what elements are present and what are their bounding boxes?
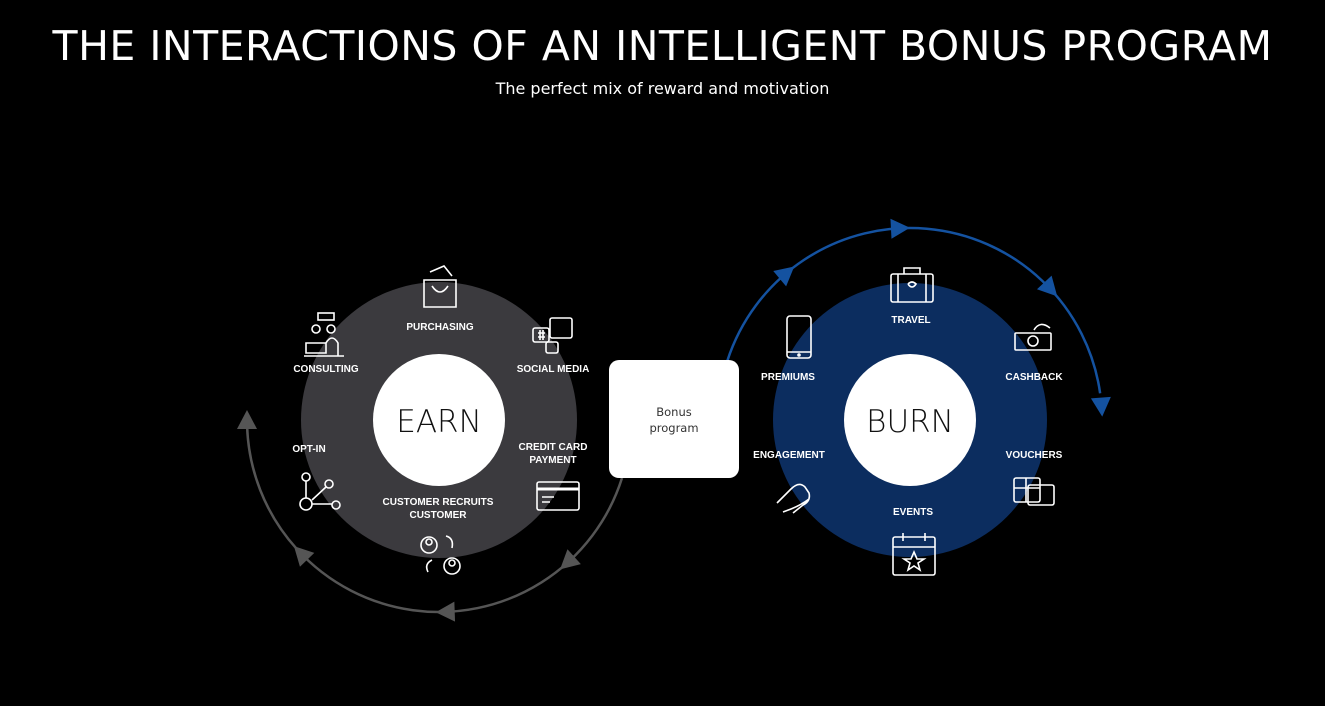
bonus-program-line1: Bonus xyxy=(656,405,692,419)
cashback-icon xyxy=(1014,323,1052,351)
label-credit-card: CREDIT CARD xyxy=(519,442,588,453)
arrowhead xyxy=(1090,396,1111,417)
burn-cycle-arrow xyxy=(726,226,1102,394)
arrowhead xyxy=(890,218,910,239)
label-payment: PAYMENT xyxy=(529,455,576,466)
earn-center-circle xyxy=(373,354,505,486)
arrowhead xyxy=(435,601,456,622)
consulting-icon xyxy=(304,312,344,357)
handshake-icon xyxy=(776,483,811,514)
arrowhead xyxy=(560,549,581,570)
arrowhead xyxy=(773,266,795,287)
social-media-icon xyxy=(532,317,573,354)
label-customer: CUSTOMER xyxy=(409,510,467,521)
label-cashback: CASHBACK xyxy=(1005,372,1063,383)
label-events: EVENTS xyxy=(893,507,933,518)
label-consulting: CONSULTING xyxy=(293,364,359,375)
label-engagement: ENGAGEMENT xyxy=(753,450,825,461)
earn-cycle-arrow xyxy=(245,426,624,614)
bonus-program-line2: program xyxy=(649,421,698,435)
shopping-bag-icon xyxy=(423,265,457,308)
label-opt-in: OPT-IN xyxy=(292,444,325,455)
network-icon xyxy=(299,472,341,511)
page-title: THE INTERACTIONS OF AN INTELLIGENT BONUS… xyxy=(52,22,1273,70)
label-purchasing: PURCHASING xyxy=(406,322,473,333)
burn-center-circle xyxy=(844,354,976,486)
calendar-star-icon xyxy=(892,533,936,576)
label-vouchers: VOUCHERS xyxy=(1006,450,1063,461)
label-premiums: PREMIUMS xyxy=(761,372,815,383)
credit-card-icon xyxy=(536,481,580,511)
earn-label: EARN xyxy=(396,404,482,440)
arrowhead xyxy=(1036,275,1058,297)
page-subtitle: The perfect mix of reward and motivation xyxy=(495,79,830,98)
suitcase-icon xyxy=(890,267,934,303)
arrowhead xyxy=(293,546,315,567)
customer-recruits-icon xyxy=(420,535,461,575)
label-social-media: SOCIAL MEDIA xyxy=(517,364,590,375)
label-travel: TRAVEL xyxy=(891,315,930,326)
burn-label: BURN xyxy=(866,404,954,440)
label-customer-recruits: CUSTOMER RECRUITS xyxy=(383,497,494,508)
bonus-program-box xyxy=(609,360,739,478)
voucher-icon xyxy=(1013,477,1055,506)
arrowhead xyxy=(237,410,257,429)
smartphone-icon xyxy=(786,315,812,359)
